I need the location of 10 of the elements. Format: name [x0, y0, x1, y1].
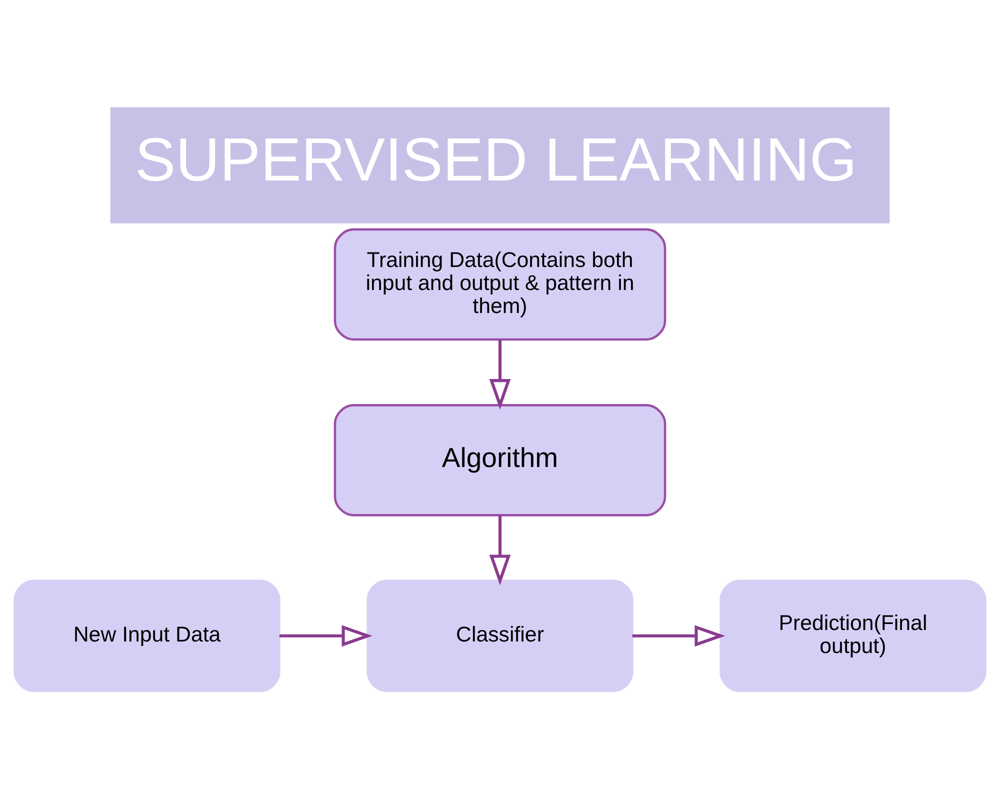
arrow [279, 624, 372, 646]
node-box: New Input Data [14, 579, 280, 692]
node-box: Algorithm [334, 404, 666, 516]
node-box: Prediction(Final output) [720, 579, 986, 692]
arrow [632, 624, 726, 646]
diagram-title: SUPERVISED LEARNING [134, 125, 858, 194]
arrow [489, 514, 511, 585]
node-box: Training Data(Contains both input and output & pattern in them) [334, 228, 666, 340]
arrow [489, 339, 511, 410]
node-box: Classifier [366, 579, 634, 692]
